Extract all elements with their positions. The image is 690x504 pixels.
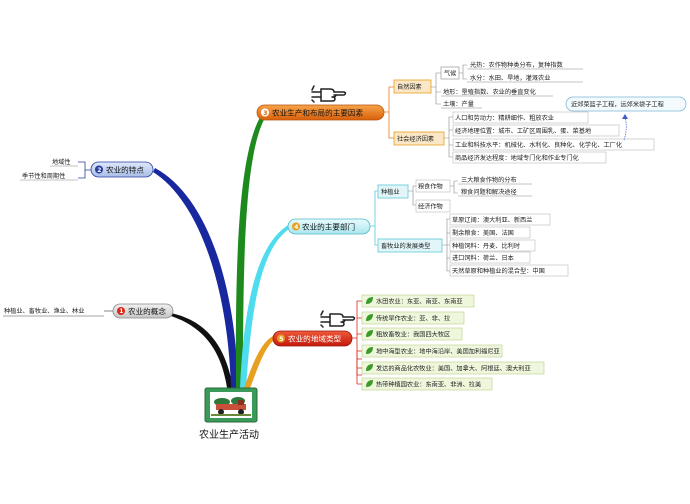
types-node[interactable]: 5 农业的地域类型 — [272, 330, 353, 347]
leaf-icon — [366, 364, 373, 371]
sectors-node[interactable]: 4 农业的主要部门 — [287, 218, 371, 235]
grain-label: 粮食作物 — [418, 183, 443, 191]
factors-title: 农业生产和布局的主要因素 — [272, 108, 364, 118]
svg-text:天然草原和种植业的混合型：中国: 天然草原和种植业的混合型：中国 — [452, 267, 545, 275]
callout-text: 近郊菜篮子工程，远郊米袋子工程 — [571, 101, 664, 109]
factors-number: 3 — [263, 110, 267, 117]
branch-2: 地域性 季节性和周期性 2 农业的特点 — [20, 158, 154, 181]
branch-to-concept — [160, 311, 233, 388]
callout-node[interactable]: 近郊菜篮子工程，远郊米袋子工程 — [565, 96, 687, 112]
natural-item: 地形：垦殖指数、农业的垂直变化 — [443, 88, 536, 96]
pointing-hand-icon — [320, 310, 356, 328]
svg-text:剩余粮食：美国、法国: 剩余粮食：美国、法国 — [452, 229, 514, 237]
types-title: 农业的地域类型 — [288, 334, 342, 344]
natural-factor-node[interactable]: 自然因素 — [393, 79, 432, 94]
concept-number: 1 — [119, 308, 123, 315]
main-branches — [153, 111, 292, 388]
concept-title: 农业的概念 — [128, 306, 166, 316]
husbandry-node[interactable]: 畜牧业的发展类型 — [377, 238, 443, 253]
svg-text:传统旱作农业：亚、非、拉: 传统旱作农业：亚、非、拉 — [376, 315, 450, 323]
type-item: 地中海型农业：地中海沿岸、美国加利福尼亚 — [361, 344, 503, 358]
features-node[interactable]: 2 农业的特点 — [90, 161, 154, 178]
branch-3: 3 农业生产和布局的主要因素 自然因素 气候 光热：农作物种类分布，复种指数 水… — [256, 61, 687, 164]
svg-text:粗放畜牧业：我国四大牧区: 粗放畜牧业：我国四大牧区 — [376, 331, 450, 339]
climate-label: 气候 — [444, 70, 456, 78]
leaf-icon — [366, 347, 373, 354]
social-factor-node[interactable]: 社会经济因素 — [393, 131, 445, 146]
svg-text:人口和劳动力：精耕细作、粗放农业: 人口和劳动力：精耕细作、粗放农业 — [455, 114, 554, 122]
svg-text:种植饲料：丹麦、比利时: 种植饲料：丹麦、比利时 — [452, 242, 520, 250]
branch-to-factors — [235, 111, 268, 388]
types-number: 5 — [279, 336, 283, 343]
type-item: 传统旱作农业：亚、非、拉 — [361, 311, 465, 325]
planting-label: 种植业 — [381, 188, 400, 196]
leaf-icon — [366, 314, 373, 321]
feature-item: 地域性 — [52, 158, 71, 166]
svg-text:经济地理位置：城市、工矿区周围乳、蛋、菜基地: 经济地理位置：城市、工矿区周围乳、蛋、菜基地 — [455, 127, 591, 135]
climate-item: 光热：农作物种类分布，复种指数 — [470, 61, 564, 69]
planting-node[interactable]: 种植业 — [377, 184, 409, 199]
natural-factor-label: 自然因素 — [397, 83, 422, 91]
social-item: 工业和科技水平：机械化、水利化、良种化、化学化、工厂化 — [452, 138, 655, 151]
pointing-hand-icon — [311, 85, 347, 103]
climate-item: 水分：水田、旱地，灌溉农业 — [470, 74, 550, 82]
branch-1: 种植业、畜牧业、渔业、林业 1 农业的概念 — [3, 303, 174, 319]
type-item: 热带种植园农业：东南亚、非洲、拉美 — [361, 377, 493, 391]
branch-to-sectors — [240, 224, 292, 388]
cash-crop-node[interactable]: 经济作物 — [415, 199, 451, 213]
svg-text:地中海型农业：地中海沿岸、美国加利福尼亚: 地中海型农业：地中海沿岸、美国加利福尼亚 — [376, 348, 500, 356]
type-item: 发达的商品化农牧业：美国、加拿大、阿根廷、澳大利亚 — [361, 361, 545, 375]
type-item: 粗放畜牧业：我国四大牧区 — [361, 327, 463, 341]
features-title: 农业的特点 — [106, 165, 144, 175]
leaf-icon — [366, 380, 373, 387]
svg-text:水田农业：东亚、南亚、东南亚: 水田农业：东亚、南亚、东南亚 — [376, 298, 463, 306]
husbandry-item: 种植饲料：丹麦、比利时 — [449, 239, 536, 252]
leaf-icon — [366, 297, 373, 304]
branch-5: 5 农业的地域类型 水田农业：东亚、南亚、东南亚 传统旱作农业：亚、非、拉 粗放… — [272, 294, 503, 376]
feature-item: 季节性和周期性 — [22, 172, 65, 180]
husbandry-item: 草原辽阔：澳大利亚、新西兰 — [449, 213, 551, 226]
svg-text:进口饲料：荷兰、日本: 进口饲料：荷兰、日本 — [452, 254, 514, 262]
factors-node[interactable]: 3 农业生产和布局的主要因素 — [256, 104, 385, 121]
husbandry-item: 进口饲料：荷兰、日本 — [449, 251, 531, 264]
leaf-icon — [366, 330, 373, 337]
grain-item: 三大粮食作物的分布 — [461, 176, 517, 184]
branch-4: 4 农业的主要部门 种植业 粮食作物 三大粮食作物的分布 粮食问题和解决途径 经… — [287, 176, 569, 277]
cash-crop-label: 经济作物 — [418, 203, 443, 211]
husbandry-item: 天然草原和种植业的混合型：中国 — [449, 264, 569, 277]
svg-text:工业和科技水平：机械化、水利化、良种化、化学化、工厂化: 工业和科技水平：机械化、水利化、良种化、化学化、工厂化 — [455, 141, 622, 149]
sectors-number: 4 — [294, 224, 298, 231]
natural-item: 土壤：产量 — [443, 100, 474, 108]
branch-to-types — [244, 336, 276, 388]
branch-to-features — [153, 168, 238, 388]
svg-text:热带种植园农业：东南亚、非洲、拉美: 热带种植园农业：东南亚、非洲、拉美 — [376, 381, 481, 389]
sectors-title: 农业的主要部门 — [302, 222, 355, 232]
grain-item: 粮食问题和解决途径 — [461, 188, 517, 196]
root-label: 农业生产活动 — [199, 428, 259, 441]
features-number: 2 — [97, 167, 101, 174]
svg-text:商品经济发达程度：地域专门化和作业专门化: 商品经济发达程度：地域专门化和作业专门化 — [455, 154, 579, 162]
svg-text:发达的商品化农牧业：美国、加拿大、阿根廷、澳大利亚: 发达的商品化农牧业：美国、加拿大、阿根廷、澳大利亚 — [376, 365, 531, 373]
root-node[interactable]: 农业生产活动 — [199, 387, 259, 441]
type-item: 水田农业：东亚、南亚、东南亚 — [361, 294, 475, 308]
concept-node[interactable]: 1 农业的概念 — [112, 303, 174, 319]
svg-text:草原辽阔：澳大利亚、新西兰: 草原辽阔：澳大利亚、新西兰 — [452, 216, 532, 224]
social-item: 商品经济发达程度：地域专门化和作业专门化 — [452, 151, 607, 164]
tractor-icon — [211, 397, 251, 416]
social-item: 人口和劳动力：精耕细作、粗放农业 — [452, 111, 589, 124]
husbandry-item: 剩余粮食：美国、法国 — [449, 226, 531, 239]
social-factor-label: 社会经济因素 — [397, 135, 434, 143]
concept-item: 种植业、畜牧业、渔业、林业 — [4, 307, 84, 315]
social-item: 经济地理位置：城市、工矿区周围乳、蛋、菜基地 — [452, 124, 620, 137]
husbandry-label: 畜牧业的发展类型 — [381, 242, 431, 250]
